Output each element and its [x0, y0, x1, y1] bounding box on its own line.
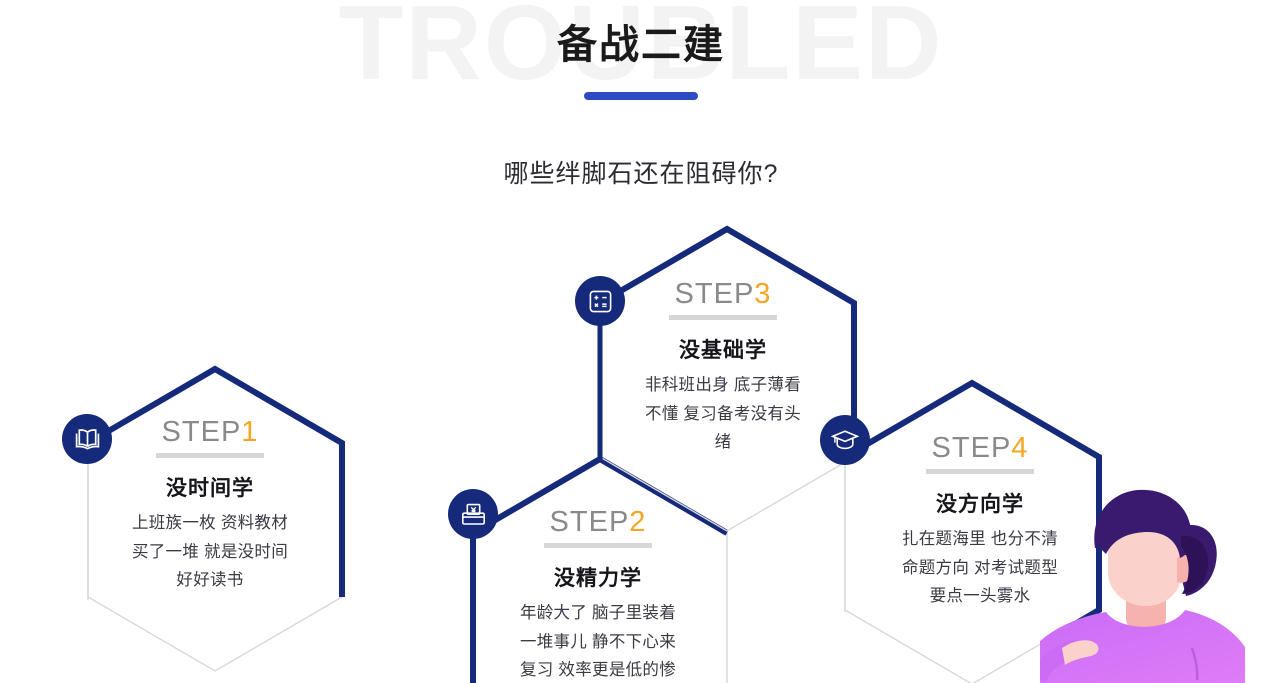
step-1-block: STEP1 没时间学 上班族一枚 资料教材 买了一堆 就是没时间 好好读书 [95, 416, 325, 595]
step-4-desc-line: 扎在题海里 也分不清 [901, 530, 1059, 549]
step-1-label-number: 1 [241, 416, 259, 448]
calculator-icon [588, 289, 613, 314]
step-4-title: 没方向学 [936, 493, 1024, 517]
step-3-description: 非科班出身 底子薄看 不懂 复习备考没有头 绪 [608, 371, 838, 456]
step-4-desc-line: 命题方向 对考试题型 [901, 558, 1059, 577]
wallet-yen-icon [461, 502, 486, 527]
step-1-desc-line: 买了一堆 就是没时间 [131, 542, 289, 561]
shirt [1040, 610, 1245, 683]
step-3-block: STEP3 没基础学 非科班出身 底子薄看 不懂 复习备考没有头 绪 [608, 278, 838, 457]
step-1-icon-badge[interactable] [62, 414, 112, 464]
step-1-desc-line: 好好读书 [176, 571, 244, 590]
step-4-label: STEP4 [865, 432, 1095, 464]
step-2-underline [544, 543, 652, 549]
step-3-icon-badge[interactable] [575, 276, 625, 326]
step-1-desc-line: 上班族一枚 资料教材 [131, 514, 289, 533]
step-2-desc-line: 一堆事儿 静不下心来 [519, 632, 677, 651]
step-4-description: 扎在题海里 也分不清 命题方向 对考试题型 要点一头雾水 [865, 525, 1095, 610]
hand [1062, 640, 1099, 665]
hair-front [1101, 498, 1192, 558]
step-1-underline [156, 453, 264, 459]
step-2-label: STEP2 [483, 506, 713, 538]
step-2-icon-badge[interactable] [448, 489, 498, 539]
hex3-navy-path [598, 225, 857, 457]
step-3-label-prefix: STEP [674, 278, 755, 310]
graduation-cap-icon [831, 428, 859, 452]
step-2-title: 没精力学 [554, 567, 642, 591]
step-2-desc-line: 复习 效率更是低的惨 [519, 661, 677, 680]
open-book-icon [74, 427, 101, 451]
step-4-desc-line: 要点一头雾水 [929, 587, 1031, 606]
step-4-block: STEP4 没方向学 扎在题海里 也分不清 命题方向 对考试题型 要点一头雾水 [865, 432, 1095, 611]
hex1-navy-path [86, 365, 345, 597]
step-4-label-number: 4 [1011, 432, 1029, 464]
step-2-description: 年龄大了 脑子里装着 一堆事儿 静不下心来 复习 效率更是低的惨 [483, 599, 713, 683]
shirt-fold [1190, 647, 1199, 681]
step-4-label-prefix: STEP [931, 432, 1012, 464]
step-2-label-number: 2 [629, 506, 647, 538]
step-3-desc-line: 绪 [714, 433, 732, 452]
step-3-underline [669, 315, 777, 321]
step-3-desc-line: 不懂 复习备考没有头 [644, 404, 802, 423]
step-4-icon-badge[interactable] [820, 415, 870, 465]
background-watermark-text: TROUBLED [338, 0, 944, 102]
student-illustration [1040, 480, 1282, 683]
title-underline-bar [584, 92, 698, 100]
hair-side-lock [1181, 535, 1209, 594]
step-1-label: STEP1 [95, 416, 325, 448]
page-subtitle: 哪些绊脚石还在阻碍你? [503, 160, 779, 188]
step-1-label-prefix: STEP [161, 416, 242, 448]
step-3-title: 没基础学 [679, 339, 767, 363]
step-1-description: 上班族一枚 资料教材 买了一堆 就是没时间 好好读书 [95, 509, 325, 594]
step-3-label: STEP3 [608, 278, 838, 310]
step-3-desc-line: 非科班出身 底子薄看 [644, 376, 802, 395]
person-figure-icon [1040, 489, 1245, 683]
step-4-underline [926, 469, 1034, 475]
step-2-block: STEP2 没精力学 年龄大了 脑子里装着 一堆事儿 静不下心来 复习 效率更是… [483, 506, 713, 683]
step-2-desc-line: 年龄大了 脑子里装着 [519, 604, 677, 623]
step-3-label-number: 3 [754, 278, 772, 310]
step-2-label-prefix: STEP [549, 506, 630, 538]
step-1-title: 没时间学 [166, 477, 254, 501]
page-title: 备战二建 [557, 23, 725, 67]
